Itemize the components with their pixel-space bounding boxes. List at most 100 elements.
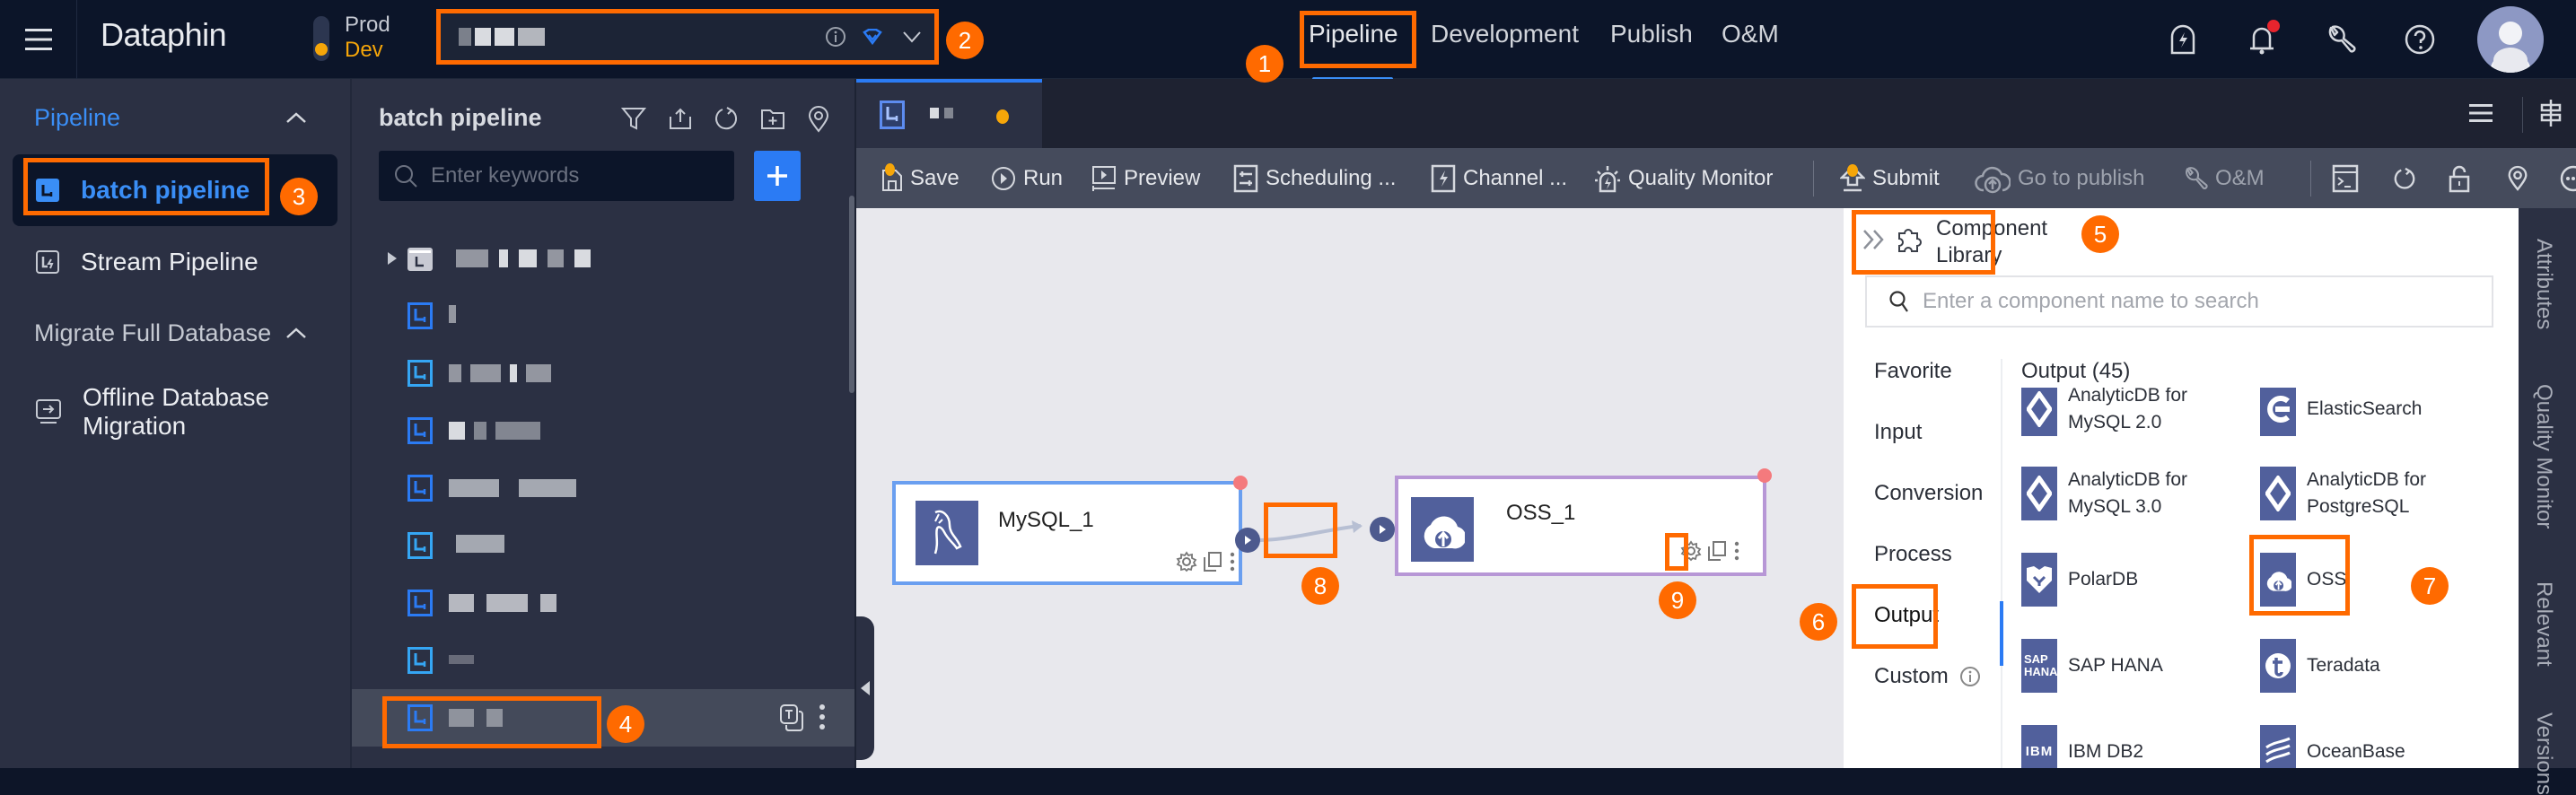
section-title-pipeline[interactable]: Pipeline [34,104,121,131]
more-vertical-icon[interactable] [1734,540,1739,562]
input-port[interactable] [1370,517,1395,542]
category-conversion[interactable]: Conversion [1874,481,1984,505]
copy-icon[interactable] [1707,540,1727,562]
add-pipeline-button[interactable] [754,151,801,201]
nav-development[interactable]: Development [1431,20,1579,48]
category-favorite[interactable]: Favorite [1874,359,1952,383]
go-to-publish-button[interactable]: Go to publish [1975,148,2144,208]
gear-icon[interactable] [1176,551,1197,572]
avatar[interactable] [2477,6,2544,73]
pipeline-canvas[interactable]: MySQL_1 OSS_1 [856,208,1844,768]
tree-pipeline-row[interactable] [352,574,854,632]
copy-icon[interactable] [779,703,804,732]
double-chevron-right-icon[interactable] [1862,228,1887,251]
tree-pipeline-row[interactable] [352,287,854,345]
filter-icon[interactable] [621,106,648,133]
plus-icon [767,166,787,186]
run-button[interactable]: Run [991,148,1063,208]
output-port[interactable] [1235,528,1260,553]
tree-folder-row[interactable] [352,230,854,287]
channel-button[interactable]: Channel ... [1431,148,1567,208]
category-input[interactable]: Input [1874,420,1923,444]
upload-icon[interactable] [668,106,695,133]
editor-tab[interactable] [856,79,1042,148]
tree-pipeline-row[interactable] [352,632,854,689]
locate-button[interactable] [2506,148,2529,208]
category-process[interactable]: Process [1874,542,1952,566]
category-divider [2001,359,2002,768]
component-oss[interactable]: OSS [2260,553,2346,607]
nav-om[interactable]: O&M [1722,20,1779,48]
chevron-down-icon[interactable] [902,31,922,43]
env-toggle[interactable] [313,16,329,61]
component-polardb[interactable]: PolarDB [2021,553,2138,607]
sidebar-item-label: Offline Database Migration [83,383,270,440]
more-vertical-icon[interactable] [1230,551,1235,572]
flash-icon[interactable] [2163,20,2203,59]
env-dev-label[interactable]: Dev [345,38,383,62]
stream-pipeline-icon [36,250,59,274]
refresh-icon[interactable] [714,106,740,133]
more-vertical-icon[interactable] [819,703,826,730]
tab-quality-monitor[interactable]: Quality Monitor [2532,384,2556,529]
tree-pipeline-row[interactable] [352,517,854,574]
terminal-button[interactable] [2332,148,2359,208]
help-icon[interactable] [2400,20,2440,59]
notification-bell-icon[interactable] [2242,20,2282,59]
channel-icon [1431,164,1456,192]
scheduling-button[interactable]: Scheduling ... [1233,148,1396,208]
submit-button[interactable]: Submit [1840,148,1940,208]
menu-button[interactable] [0,0,77,79]
preview-button[interactable]: Preview [1091,148,1200,208]
component-search[interactable] [1865,275,2493,328]
save-button[interactable]: Save [881,148,959,208]
refresh-button[interactable] [2393,148,2416,208]
component-oceanbase[interactable]: OceanBase [2260,725,2405,768]
sidebar-item-offline-db-migration[interactable]: Offline Database Migration [13,371,337,452]
tree-pipeline-row[interactable] [352,345,854,402]
tree-pipeline-row[interactable] [352,459,854,517]
component-ibm-db2[interactable]: IBM IBM DB2 [2021,725,2143,768]
sidebar-item-stream-pipeline[interactable]: Stream Pipeline [13,226,337,298]
section-title-migrate[interactable]: Migrate Full Database [34,319,272,346]
component-teradata[interactable]: Teradata [2260,639,2380,693]
new-folder-icon[interactable] [760,106,787,133]
component-elasticsearch[interactable]: ElasticSearch [2260,388,2422,436]
om-button[interactable]: O&M [2183,148,2265,208]
component-search-input[interactable] [1923,289,2461,314]
nav-publish[interactable]: Publish [1610,20,1693,48]
tree-search[interactable] [379,151,734,201]
category-output[interactable]: Output [1874,603,1940,627]
tab-attributes[interactable]: Attributes [2532,239,2556,330]
chevron-up-icon[interactable] [285,111,307,124]
nav-pipeline[interactable]: Pipeline [1309,20,1398,48]
wrench-icon[interactable] [2321,20,2361,59]
tree-collapse-handle[interactable] [856,616,874,760]
align-icon[interactable] [2533,95,2569,131]
tree-pipeline-row[interactable] [352,402,854,459]
canvas-node-mysql[interactable]: MySQL_1 [892,481,1242,585]
info-icon[interactable] [825,26,846,48]
canvas-node-oss[interactable]: OSS_1 [1395,476,1766,576]
tab-relevant[interactable]: Relevant [2532,581,2556,667]
project-selector[interactable] [436,9,939,65]
tree-search-input[interactable] [431,163,718,188]
more-button[interactable] [2560,148,2576,208]
tree-scrollbar[interactable] [849,196,854,393]
list-icon[interactable] [2463,95,2499,131]
quality-monitor-button[interactable]: Quality Monitor [1594,148,1773,208]
env-prod-label[interactable]: Prod [345,13,390,37]
lock-button[interactable] [2449,148,2470,208]
tab-versions[interactable]: Versions [2532,712,2556,795]
category-custom[interactable]: Custom [1874,664,1981,689]
chevron-up-icon[interactable] [285,327,307,339]
info-icon[interactable] [1959,666,1981,687]
locate-icon[interactable] [806,106,833,133]
caret-right-icon[interactable] [388,252,397,265]
app-logo[interactable]: Dataphin [101,16,227,53]
copy-icon[interactable] [1203,551,1222,572]
